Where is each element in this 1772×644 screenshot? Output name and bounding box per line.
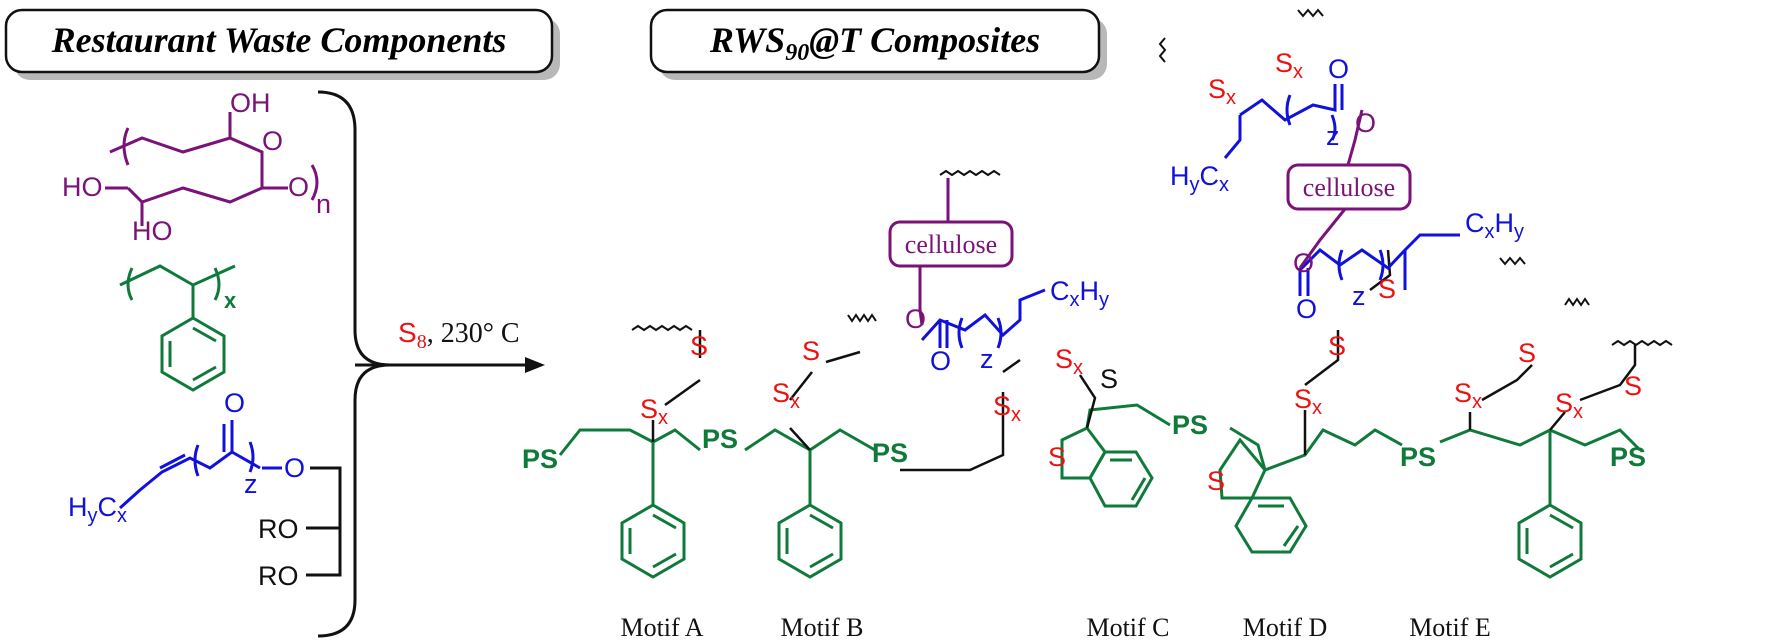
hycx-label: HyCx (68, 492, 127, 527)
s-label-bridge: S (1100, 364, 1118, 394)
ps-label-4: PS (1172, 410, 1208, 440)
ps-label-1: PS (522, 444, 558, 474)
left-title-box: Restaurant Waste Components (4, 8, 560, 80)
carbonyl-o-3: O (1296, 294, 1317, 324)
sx-label-e2: Sx (1555, 388, 1583, 423)
sx-label-top1: Sx (1208, 74, 1236, 109)
motif-b-label: Motif B (780, 613, 863, 642)
carbonyl-o-1: O (930, 346, 951, 376)
motif-a-label: Motif A (620, 613, 703, 642)
ring-o-label: O (262, 126, 283, 156)
motif-c-label: Motif C (1086, 613, 1169, 642)
ro-label-2: RO (258, 561, 299, 591)
fatty-acid-chains (920, 84, 1460, 349)
link-o-label: O (288, 172, 309, 202)
ho-label: HO (62, 172, 103, 202)
ester-o-label: O (284, 453, 305, 483)
motif-labels: Motif A Motif B Motif C Motif D Motif E (620, 613, 1490, 642)
triglyceride-structure: O O z HyCx RO RO (68, 388, 342, 591)
cxhy-label-2: CxHy (1465, 208, 1524, 243)
s-label-thiophene-c: S (1048, 442, 1066, 472)
sx-label-a: Sx (640, 394, 668, 429)
ps-label-5: PS (1400, 442, 1436, 472)
ps-label-2: PS (702, 424, 738, 454)
ester-o-1: O (905, 304, 926, 334)
sx-label-c1: Sx (993, 391, 1021, 426)
cellulose-label-1: cellulose (905, 230, 997, 259)
cellulose-label-2: cellulose (1303, 173, 1395, 202)
ho-bottom-label: HO (132, 216, 173, 246)
sulfur-labels: S Sx S Sx Sx Sx S S S Sx S S Sx S Sx S S… (640, 48, 1642, 496)
ps-label-3: PS (872, 438, 908, 468)
carbonyl-o-2: O (1328, 54, 1349, 84)
n-label: n (316, 189, 331, 219)
cellulose-box-1 (888, 220, 1014, 268)
chain-end-marks (631, 8, 1673, 347)
left-title: Restaurant Waste Components (51, 20, 507, 60)
motif-d-label: Motif D (1243, 613, 1328, 642)
z-label: z (244, 469, 258, 499)
s-label-thiophene-d: S (1207, 466, 1225, 496)
sx-label-e1: Sx (1454, 378, 1482, 413)
s-label-b: S (802, 336, 820, 366)
polystyrene-structure: x (119, 264, 237, 392)
s-label-e1: S (1518, 338, 1536, 368)
ester-o-2: O (1355, 108, 1376, 138)
sx-label-b: Sx (772, 378, 800, 413)
oh-label: OH (230, 88, 271, 118)
motif-e-label: Motif E (1409, 613, 1491, 642)
sx-label-top2: Sx (1275, 48, 1303, 83)
ester-o-3: O (1293, 248, 1314, 278)
x-label: x (224, 288, 237, 313)
s-label-d: S (1328, 331, 1346, 361)
sx-label-d: Sx (1294, 384, 1322, 419)
ps-labels: PS PS PS PS PS PS (522, 410, 1646, 474)
ps-label-6: PS (1610, 442, 1646, 472)
cxhy-label-1: CxHy (1050, 276, 1109, 311)
sx-label-c2: Sx (1055, 344, 1083, 379)
hycx-label: HyCx (1170, 161, 1229, 196)
s-label-a: S (690, 331, 708, 361)
right-title: RWS90@T Composites (709, 20, 1040, 66)
z-label-3: z (1352, 281, 1366, 311)
cellulose-labels: cellulose cellulose O O O (905, 108, 1395, 334)
carbonyl-o-label: O (224, 388, 245, 418)
z-label-1: z (980, 344, 994, 374)
s-label-e2: S (1624, 371, 1642, 401)
cellulose-structure: OH O HO O n HO (62, 88, 331, 246)
sulfur-linkages (651, 249, 1637, 472)
cellulose-links (888, 109, 1412, 326)
reaction-arrow: S8, 230° C (355, 317, 545, 373)
chain-labels: O z CxHy O z HyCx O z CxHy (930, 54, 1524, 376)
ro-label-1: RO (258, 514, 299, 544)
right-title-box: RWS90@T Composites (649, 8, 1107, 80)
z-label-2: z (1326, 121, 1340, 151)
reaction-conditions: S8, 230° C (398, 317, 520, 353)
s-label-top: S (1378, 274, 1396, 304)
